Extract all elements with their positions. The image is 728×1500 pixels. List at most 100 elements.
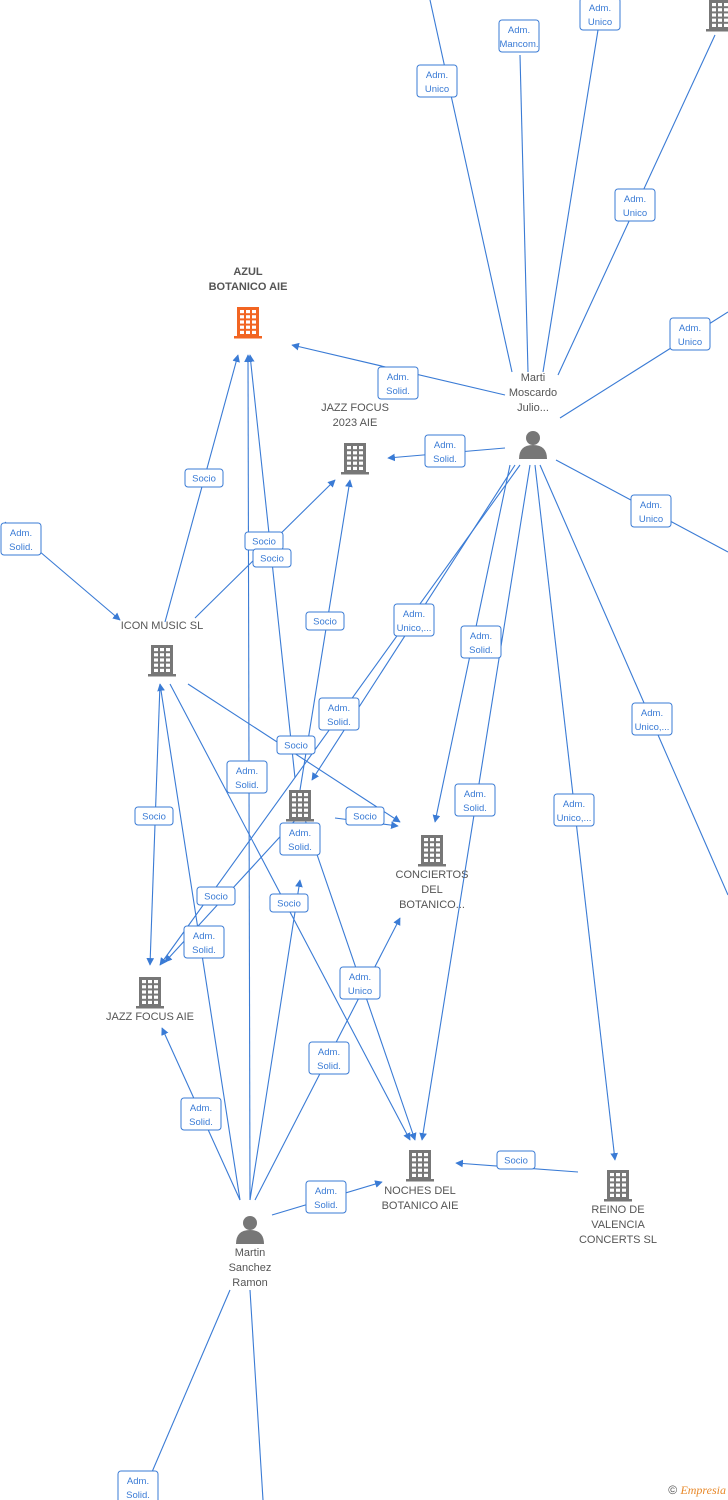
edge-label-l11[interactable]: Socio (244, 531, 284, 551)
edge-label-l27[interactable]: Socio (269, 893, 309, 913)
edge-label-l9[interactable]: Adm.Unico (339, 966, 381, 1000)
edge-label-text: Adm. (470, 631, 492, 642)
edge-label-text: Socio (192, 474, 216, 485)
edge-label-box (424, 434, 466, 468)
edge-label-text: Solid. (126, 1490, 150, 1500)
edge-label-box (117, 1470, 159, 1500)
edge-label-text: Adm. (190, 1103, 212, 1114)
edge-label-l28[interactable]: Adm.Solid. (308, 1041, 350, 1075)
footer-credit: © Empresia (668, 1483, 726, 1498)
edge-label-text: Adm. (289, 828, 311, 839)
company-node-azul[interactable]: AZUL BOTANICO AIE (209, 266, 288, 339)
edge-label-l3[interactable]: Adm.Unico (416, 64, 458, 98)
edge-label-l25[interactable]: Adm.Solid. (183, 925, 225, 959)
brand-logo[interactable]: Empresia (680, 1483, 726, 1497)
edge-label-l12[interactable]: Socio (252, 548, 292, 568)
edge-label-box (393, 603, 435, 637)
company-node-topright[interactable] (706, 0, 728, 32)
relation-edge (539, 464, 728, 896)
edge-label-l13[interactable]: Adm.Unico,... (393, 603, 435, 637)
company-node-jazzfocus[interactable]: JAZZ FOCUS AIE (106, 977, 194, 1023)
edge-label-l19[interactable]: Adm.Solid. (226, 760, 268, 794)
node-label-line: 2023 AIE (333, 417, 378, 429)
edge-label-text: Adm. (10, 528, 32, 539)
edge-label-text: Unico (348, 986, 372, 997)
edge-label-box (669, 317, 711, 351)
edge-label-box (269, 893, 309, 913)
edge-label-l31[interactable]: Socio (496, 1150, 536, 1170)
node-label-line: BOTANICO AIE (209, 281, 288, 293)
edge-label-text: Solid. (235, 780, 259, 791)
node-label-line: Julio... (517, 402, 549, 414)
edge-label-text: Socio (142, 812, 166, 823)
edge-label-l16[interactable]: Adm.Solid. (318, 697, 360, 731)
edge-label-text: Adm. (679, 323, 701, 334)
node-label-line: NOCHES DEL (384, 1185, 456, 1197)
edge-label-l7[interactable]: Adm.Solid. (424, 434, 466, 468)
edge-label-l8[interactable]: Adm.Solid. (0, 522, 42, 556)
edge-label-text: Adm. (464, 789, 486, 800)
edge-label-l5[interactable]: Adm.Unico (630, 494, 672, 528)
edge-label-l22[interactable]: Adm.Solid. (279, 822, 321, 856)
edge-label-l2[interactable]: Adm.Unico (579, 0, 621, 31)
edge-label-box (252, 548, 292, 568)
edge-label-text: Unico,... (557, 813, 592, 824)
edge-label-l24[interactable]: Socio (134, 806, 174, 826)
relation-edge (249, 879, 303, 1201)
edge-label-box (0, 522, 42, 556)
relation-edge (249, 1289, 264, 1500)
edge-label-box (305, 611, 345, 631)
edge-label-l32[interactable]: Adm.Unico (669, 317, 711, 351)
edge-label-text: Adm. (641, 708, 663, 719)
edge-label-text: Unico,... (397, 623, 432, 634)
edge-label-l30[interactable]: Adm.Solid. (305, 1180, 347, 1214)
edge-label-text: Solid. (469, 645, 493, 656)
edge-label-l18[interactable]: Socio (276, 735, 316, 755)
relation-edge (519, 54, 529, 373)
edge-label-box (496, 1150, 536, 1170)
edge-label-l33[interactable]: Adm. Solid. (117, 1470, 159, 1500)
edge-label-l10[interactable]: Socio (184, 468, 224, 488)
edge-label-text: Solid. (192, 945, 216, 956)
edge-label-text: Socio (313, 617, 337, 628)
edge-label-text: Adm. (387, 372, 409, 383)
edge-label-box (630, 494, 672, 528)
edge-label-text: Socio (504, 1156, 528, 1167)
edge-label-l26[interactable]: Socio (196, 886, 236, 906)
edge-label-l29[interactable]: Adm.Solid. (180, 1097, 222, 1131)
edge-label-text: Adm. (328, 703, 350, 714)
building-icon (148, 645, 176, 677)
edge-label-l14[interactable]: Adm. Solid. (460, 625, 502, 659)
edge-label-l17[interactable]: Adm.Unico,... (631, 702, 673, 736)
node-label-line: AZUL (233, 266, 263, 278)
person-node-marti[interactable]: MartiMoscardoJulio... (509, 372, 557, 459)
node-label-line: JAZZ FOCUS AIE (106, 1011, 194, 1023)
edge-label-text: Unico (623, 208, 647, 219)
company-node-conciertos[interactable]: CONCIERTOSDELBOTANICO... (396, 835, 469, 911)
edge-label-l1[interactable]: Adm.Mancom. (498, 19, 540, 53)
edge-label-l23[interactable]: Adm.Unico,... (553, 793, 595, 827)
edge-label-text: Adm. (127, 1476, 149, 1487)
edge-label-text: Adm. (318, 1047, 340, 1058)
edge-label-l21[interactable]: Adm.Solid. (454, 783, 496, 817)
edge-label-l20[interactable]: Socio (345, 806, 385, 826)
edge-label-text: Socio (353, 812, 377, 823)
edge-label-text: Adm. (589, 3, 611, 14)
edge-label-box (276, 735, 316, 755)
node-label-line: Moscardo (509, 387, 557, 399)
company-node-icon[interactable]: ICON MUSIC SL (121, 620, 204, 677)
edge-label-l6[interactable]: Adm. Solid. (377, 366, 419, 400)
edge-label-text: Solid. (386, 386, 410, 397)
edge-label-text: Socio (277, 899, 301, 910)
edge-label-text: Socio (204, 892, 228, 903)
node-label-line: Martin (235, 1247, 266, 1259)
edge-label-l4[interactable]: Adm.Unico (614, 188, 656, 222)
edge-label-l15[interactable]: Socio (305, 611, 345, 631)
building-icon (286, 790, 314, 822)
edge-label-box (226, 760, 268, 794)
